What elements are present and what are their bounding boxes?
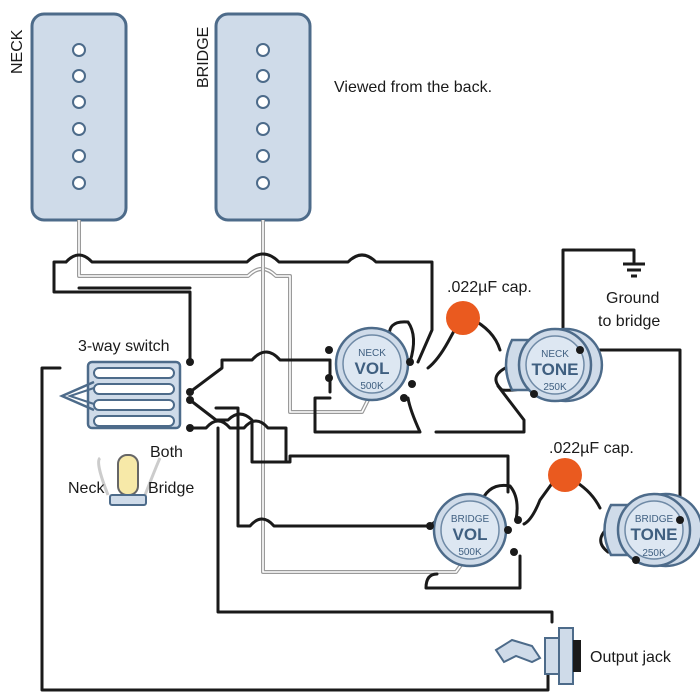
bridge-tone-pot-func: TONE <box>631 525 678 544</box>
switch-title: 3-way switch <box>78 338 170 355</box>
neck-tone-pot-name: NECK <box>541 349 569 360</box>
ground-and-hot-wires <box>40 248 682 692</box>
ground-label-line1: Ground <box>606 290 659 307</box>
neck-volume-pot: NECK VOL 500K <box>325 326 416 402</box>
bridge-pickup-pole-pieces <box>256 43 270 190</box>
bridge-tone-pot-name: BRIDGE <box>635 514 674 525</box>
lower-capacitor <box>548 458 582 492</box>
bridge-tone-pot-value: 250K <box>642 548 666 559</box>
bridge-vol-pot-func: VOL <box>453 525 488 544</box>
bridge-vol-pot-value: 500K <box>458 547 482 558</box>
neck-pickup <box>30 12 128 222</box>
output-jack-icon <box>494 627 581 685</box>
three-way-switch <box>58 358 194 432</box>
bridge-pickup <box>214 12 312 222</box>
switch-pos-bridge: Bridge <box>148 480 194 497</box>
bridge-volume-pot: BRIDGE VOL 500K <box>426 492 522 568</box>
output-jack-label: Output jack <box>590 649 672 666</box>
switch-pos-neck: Neck <box>68 480 105 497</box>
neck-tone-pot: NECK TONE 250K <box>504 327 604 403</box>
neck-pickup-pole-pieces <box>72 43 86 190</box>
lower-capacitor-label: .022µF cap. <box>549 440 634 457</box>
bridge-vol-pot-name: BRIDGE <box>451 514 490 525</box>
switch-pos-both: Both <box>150 444 183 461</box>
bridge-tone-pot: BRIDGE TONE 250K <box>603 492 700 568</box>
neck-pickup-label: NECK <box>9 29 26 74</box>
ground-symbol-icon <box>623 262 645 278</box>
neck-tone-pot-func: TONE <box>532 360 579 379</box>
neck-tone-pot-value: 250K <box>543 382 567 393</box>
neck-vol-pot-func: VOL <box>355 359 390 378</box>
ground-label-line2: to bridge <box>598 313 660 330</box>
upper-capacitor <box>446 301 480 335</box>
neck-vol-pot-name: NECK <box>358 348 386 359</box>
bridge-pickup-label: BRIDGE <box>195 27 212 88</box>
neck-vol-pot-value: 500K <box>360 381 384 392</box>
view-note: Viewed from the back. <box>334 79 492 96</box>
upper-capacitor-label: .022µF cap. <box>447 279 532 296</box>
switch-toggle-icon <box>97 454 162 506</box>
